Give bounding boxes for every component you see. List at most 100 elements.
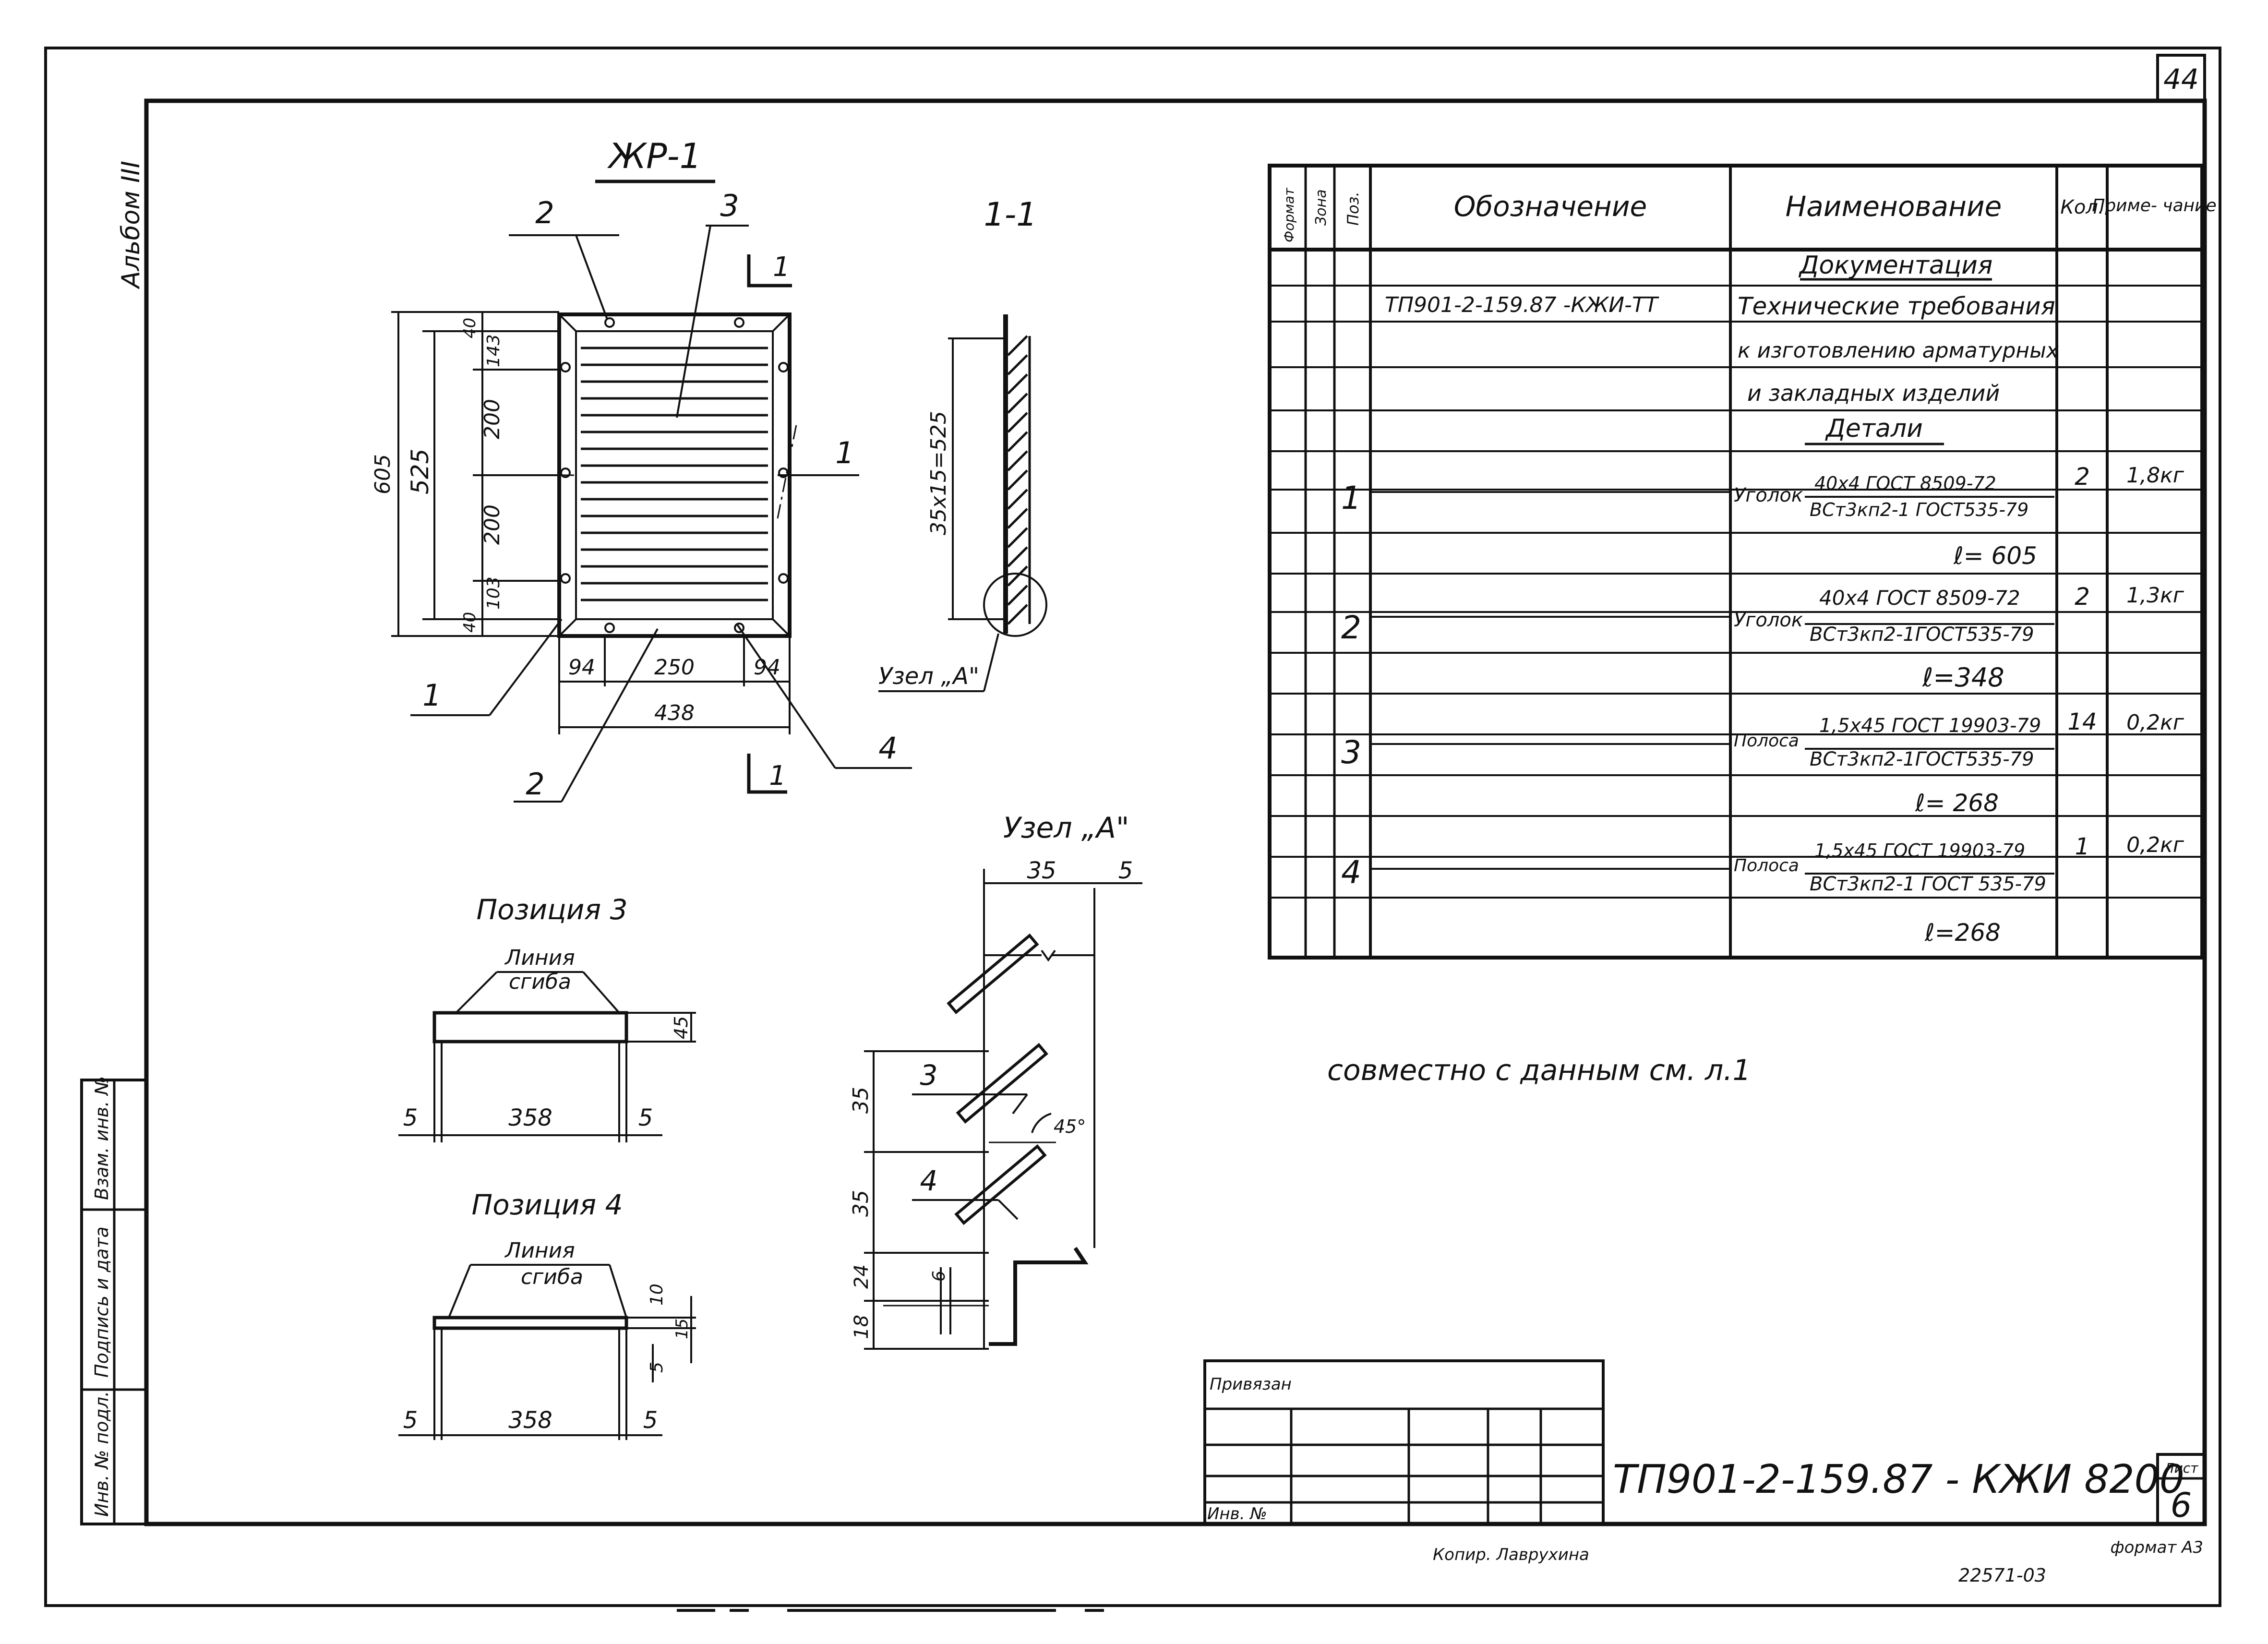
pos4-bend-line2: сгиба — [521, 1265, 583, 1289]
node-a-view — [864, 869, 1142, 1350]
doc-name-line2: к изготовлению арматурных — [1738, 338, 2059, 363]
section-mark-1-top: 1 — [773, 252, 790, 283]
header-pos: Поз. — [1344, 192, 1362, 226]
row3-bottom: ВСт3кп2-1ГОСТ535-79 — [1810, 748, 2034, 770]
row3-top: 1,5х45 ГОСТ 19903-79 — [1819, 715, 2041, 737]
row1-length: ℓ= 605 — [1953, 542, 2037, 570]
pos4-dim-5-left: 5 — [403, 1407, 418, 1434]
document-code: ТП901-2-159.87 - КЖИ 8200 — [1613, 1457, 2184, 1502]
section-mark-1-bottom: 1 — [769, 760, 786, 792]
pos4-dim-358: 358 — [508, 1407, 552, 1434]
row1-pos: 1 — [1341, 480, 1361, 516]
row4-qty: 1 — [2075, 833, 2090, 860]
inventory-number: 22571-03 — [1958, 1565, 2046, 1586]
callout-3: 3 — [720, 188, 739, 223]
dim-94-left: 94 — [568, 655, 595, 680]
doc-designation: ТП901-2-159.87 -КЖИ-ТТ — [1385, 293, 1659, 317]
stamp-inv-podl: Инв. № подл. — [91, 1391, 112, 1517]
pos3-dim-358: 358 — [508, 1104, 552, 1131]
main-vertical-dims — [391, 311, 559, 637]
doc-name-line1: Технические требования — [1738, 292, 2055, 320]
row3-qty: 14 — [2067, 708, 2097, 735]
header-note: Приме- чание — [2092, 196, 2216, 216]
copy-label: Копир. Лаврухина — [1433, 1545, 1589, 1564]
dim-525: 525 — [406, 449, 434, 494]
list-number: 6 — [2171, 1486, 2192, 1525]
row4-pos: 4 — [1341, 854, 1361, 891]
node-dim-35-a: 35 — [849, 1087, 873, 1114]
stamp-signature-date: Подпись и дата — [91, 1226, 112, 1378]
node-dim-18: 18 — [851, 1315, 873, 1339]
row1-kind: Уголок — [1734, 484, 1803, 506]
pos3-dim-5-left: 5 — [403, 1104, 418, 1131]
row2-qty: 2 — [2075, 583, 2090, 611]
node-callout-4: 4 — [920, 1164, 938, 1197]
callout-1-left: 1 — [422, 678, 441, 713]
node-ref-label: Узел „А" — [878, 663, 979, 690]
grating-plan — [533, 312, 798, 638]
header-zone: Зона — [1313, 189, 1330, 226]
node-dim-5: 5 — [1118, 857, 1133, 884]
header-name: Наименование — [1786, 190, 2002, 223]
dim-200-a: 200 — [480, 399, 504, 439]
dim-605: 605 — [371, 454, 395, 494]
dim-438: 438 — [654, 701, 695, 725]
row3-mass: 0,2кг — [2126, 710, 2184, 735]
dim-200-b: 200 — [480, 504, 504, 545]
dim-143: 143 — [484, 334, 504, 367]
section-dim-35x15: 35x15=525 — [926, 411, 951, 535]
row2-pos: 2 — [1341, 609, 1361, 646]
cross-reference-note: совместно с данным см. л.1 — [1327, 1054, 1751, 1087]
pos3-bend-line2: сгиба — [509, 970, 571, 994]
pos4-bend-line1: Линия — [504, 1238, 575, 1263]
row4-mass: 0,2кг — [2126, 833, 2184, 857]
row3-length: ℓ= 268 — [1915, 789, 1999, 817]
callout-2-top: 2 — [535, 195, 554, 230]
pos4-title: Позиция 4 — [471, 1188, 623, 1221]
dim-250: 250 — [654, 655, 695, 680]
pos4-view — [398, 1264, 696, 1440]
main-title: ЖР-1 — [607, 136, 702, 176]
section-title: 1-1 — [984, 196, 1037, 234]
row4-bottom: ВСт3кп2-1 ГОСТ 535-79 — [1810, 873, 2046, 895]
callout-2-bottom: 2 — [526, 767, 544, 802]
sheet-frame — [44, 47, 2221, 1607]
row2-length: ℓ=348 — [1922, 662, 2004, 693]
dim-40-bottom: 40 — [460, 612, 480, 633]
pos4-dim-15: 15 — [672, 1319, 692, 1339]
list-label: Лист — [2164, 1460, 2199, 1476]
section-details: Детали — [1825, 414, 1923, 443]
dim-40-top: 40 — [460, 318, 480, 338]
node-dim-6: 6 — [929, 1271, 949, 1282]
pos3-dim-45: 45 — [671, 1016, 692, 1039]
main-horizontal-dims — [558, 636, 791, 734]
side-stamp — [80, 1079, 148, 1525]
header-designation: Обозначение — [1454, 190, 1647, 223]
dim-103: 103 — [484, 576, 504, 610]
callout-1-right: 1 — [835, 435, 854, 470]
callout-4: 4 — [878, 731, 897, 766]
row2-top: 40х4 ГОСТ 8509-72 — [1819, 586, 2020, 610]
row1-mass: 1,8кг — [2126, 463, 2184, 488]
pos4-dim-5-small: 5 — [647, 1362, 667, 1373]
format-label: формат А3 — [2111, 1538, 2203, 1557]
title-block — [1203, 1359, 2206, 1525]
doc-name-line3: и закладных изделий — [1747, 380, 2000, 406]
row1-top: 40х4 ГОСТ 8509-72 — [1814, 473, 1996, 494]
section-cut-marks — [747, 254, 792, 794]
album-label: Альбом III — [117, 161, 145, 289]
node-dim-35-b: 35 — [849, 1190, 873, 1217]
pos3-bend-line1: Линия — [504, 946, 575, 970]
header-qty: Кол. — [2060, 196, 2104, 218]
row2-bottom: ВСт3кп2-1ГОСТ535-79 — [1810, 624, 2034, 646]
row3-kind: Полоса — [1734, 731, 1799, 751]
inv-no-label: Инв. № — [1207, 1504, 1267, 1524]
header-format: Формат — [1281, 188, 1297, 242]
row2-kind: Уголок — [1734, 609, 1803, 631]
row4-top: 1,5х45 ГОСТ 19903-79 — [1814, 840, 2025, 861]
row1-qty: 2 — [2075, 463, 2090, 491]
main-leaders — [410, 225, 912, 803]
page-number: 44 — [2163, 63, 2199, 96]
row2-mass: 1,3кг — [2126, 583, 2184, 608]
